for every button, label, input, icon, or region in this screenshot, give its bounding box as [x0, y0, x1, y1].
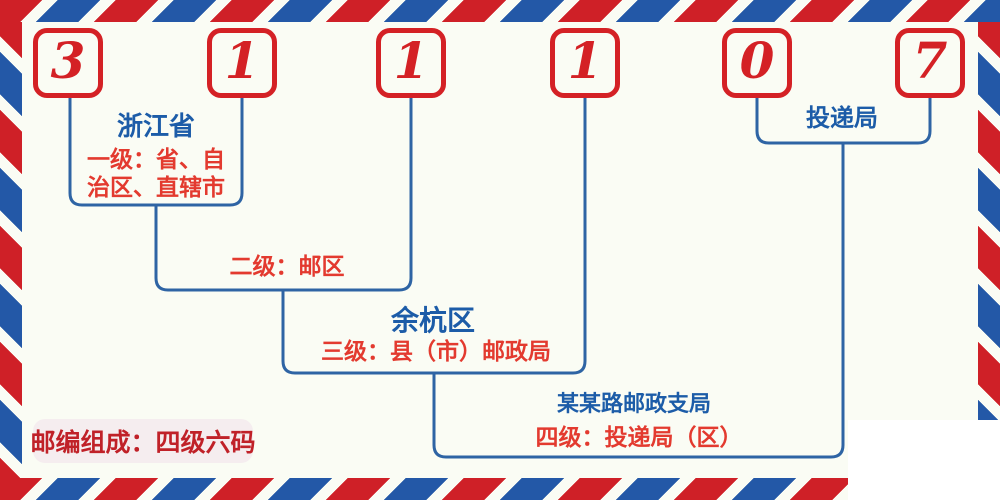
digit-box-2: 1: [207, 28, 277, 98]
level4-branch-name: 某某路邮政支局: [556, 391, 712, 416]
digit-6: 7: [912, 31, 948, 90]
digit-4: 1: [567, 31, 603, 90]
composition-badge: 邮编组成：四级六码: [30, 419, 256, 463]
level4-description: 四级：投递局（区）: [535, 424, 743, 450]
digit-box-5: 0: [722, 28, 792, 98]
level1-description-line1: 一级：省、自: [87, 146, 225, 172]
level2-description: 二级：邮区: [229, 253, 345, 279]
digit-box-3: 1: [376, 28, 446, 98]
airmail-border-right: [978, 0, 1000, 500]
airmail-border-top: [0, 0, 1000, 22]
corner-white-patch: [848, 420, 1000, 500]
delivery-office-label: 投递局: [806, 105, 878, 132]
level3-district-name: 余杭区: [390, 305, 476, 336]
digit-box-6: 7: [895, 28, 965, 98]
digit-3: 1: [393, 31, 429, 90]
level1-description: 一级：省、自 治区、直辖市: [87, 145, 225, 201]
bracket-level4: [432, 143, 845, 459]
airmail-border-left: [0, 0, 22, 500]
level1-description-line2: 治区、直辖市: [87, 174, 225, 200]
digit-2: 1: [224, 31, 260, 90]
digit-box-1: 3: [33, 28, 103, 98]
digit-1: 3: [50, 31, 86, 90]
level3-description: 三级：县（市）邮政局: [321, 338, 551, 364]
digit-5: 0: [739, 31, 775, 90]
digit-box-4: 1: [550, 28, 620, 98]
airmail-border-bottom: [0, 478, 1000, 500]
composition-badge-text: 邮编组成：四级六码: [30, 429, 256, 457]
level1-province-name: 浙江省: [116, 111, 196, 141]
bracket-delivery-office: [755, 98, 932, 145]
